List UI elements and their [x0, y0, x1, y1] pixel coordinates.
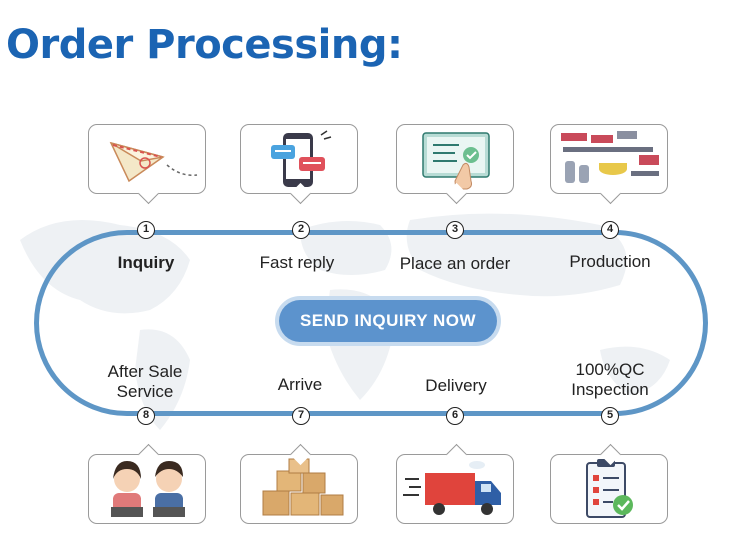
step-2-label: Fast reply — [259, 253, 335, 272]
step-1-card — [88, 124, 206, 194]
step-2-card — [240, 124, 358, 194]
process-loop-track — [34, 230, 708, 416]
phone-chat-icon — [271, 130, 332, 187]
factory-icon — [561, 131, 659, 183]
step-5-card — [550, 454, 668, 524]
order-screen-icon — [422, 132, 490, 190]
step-6-number: 6 — [446, 407, 464, 425]
step-7-number: 7 — [292, 407, 310, 425]
step-1-number: 1 — [137, 221, 155, 239]
step-4-label: Production — [569, 252, 651, 271]
step-1-label: Inquiry — [117, 253, 175, 272]
send-inquiry-button[interactable]: SEND INQUIRY NOW — [279, 300, 497, 342]
step-8-label-line1: After Sale — [107, 362, 183, 381]
step-7-label: Arrive — [277, 375, 323, 394]
step-8-card — [88, 454, 206, 524]
step-7-card — [240, 454, 358, 524]
step-3-label: Place an order — [399, 254, 511, 273]
step-5-label-line2: Inspection — [571, 380, 649, 399]
page-title: Order Processing: — [6, 22, 403, 68]
step-8-label-line2: Service — [116, 382, 174, 401]
paper-plane-icon — [109, 141, 198, 183]
step-5-label-line1: 100%QC — [575, 360, 645, 379]
boxes-icon — [262, 458, 344, 516]
step-4-card — [550, 124, 668, 194]
step-4-number: 4 — [601, 221, 619, 239]
step-8-label: After Sale Service — [85, 362, 205, 402]
step-6-label: Delivery — [425, 376, 487, 395]
step-6-card — [396, 454, 514, 524]
checklist-icon — [586, 459, 633, 518]
truck-icon — [403, 461, 501, 515]
step-3-number: 3 — [446, 221, 464, 239]
step-3-card — [396, 124, 514, 194]
step-5-number: 5 — [601, 407, 619, 425]
step-8-number: 8 — [137, 407, 155, 425]
step-2-number: 2 — [292, 221, 310, 239]
step-5-label: 100%QC Inspection — [550, 360, 670, 400]
support-staff-icon — [111, 461, 185, 517]
